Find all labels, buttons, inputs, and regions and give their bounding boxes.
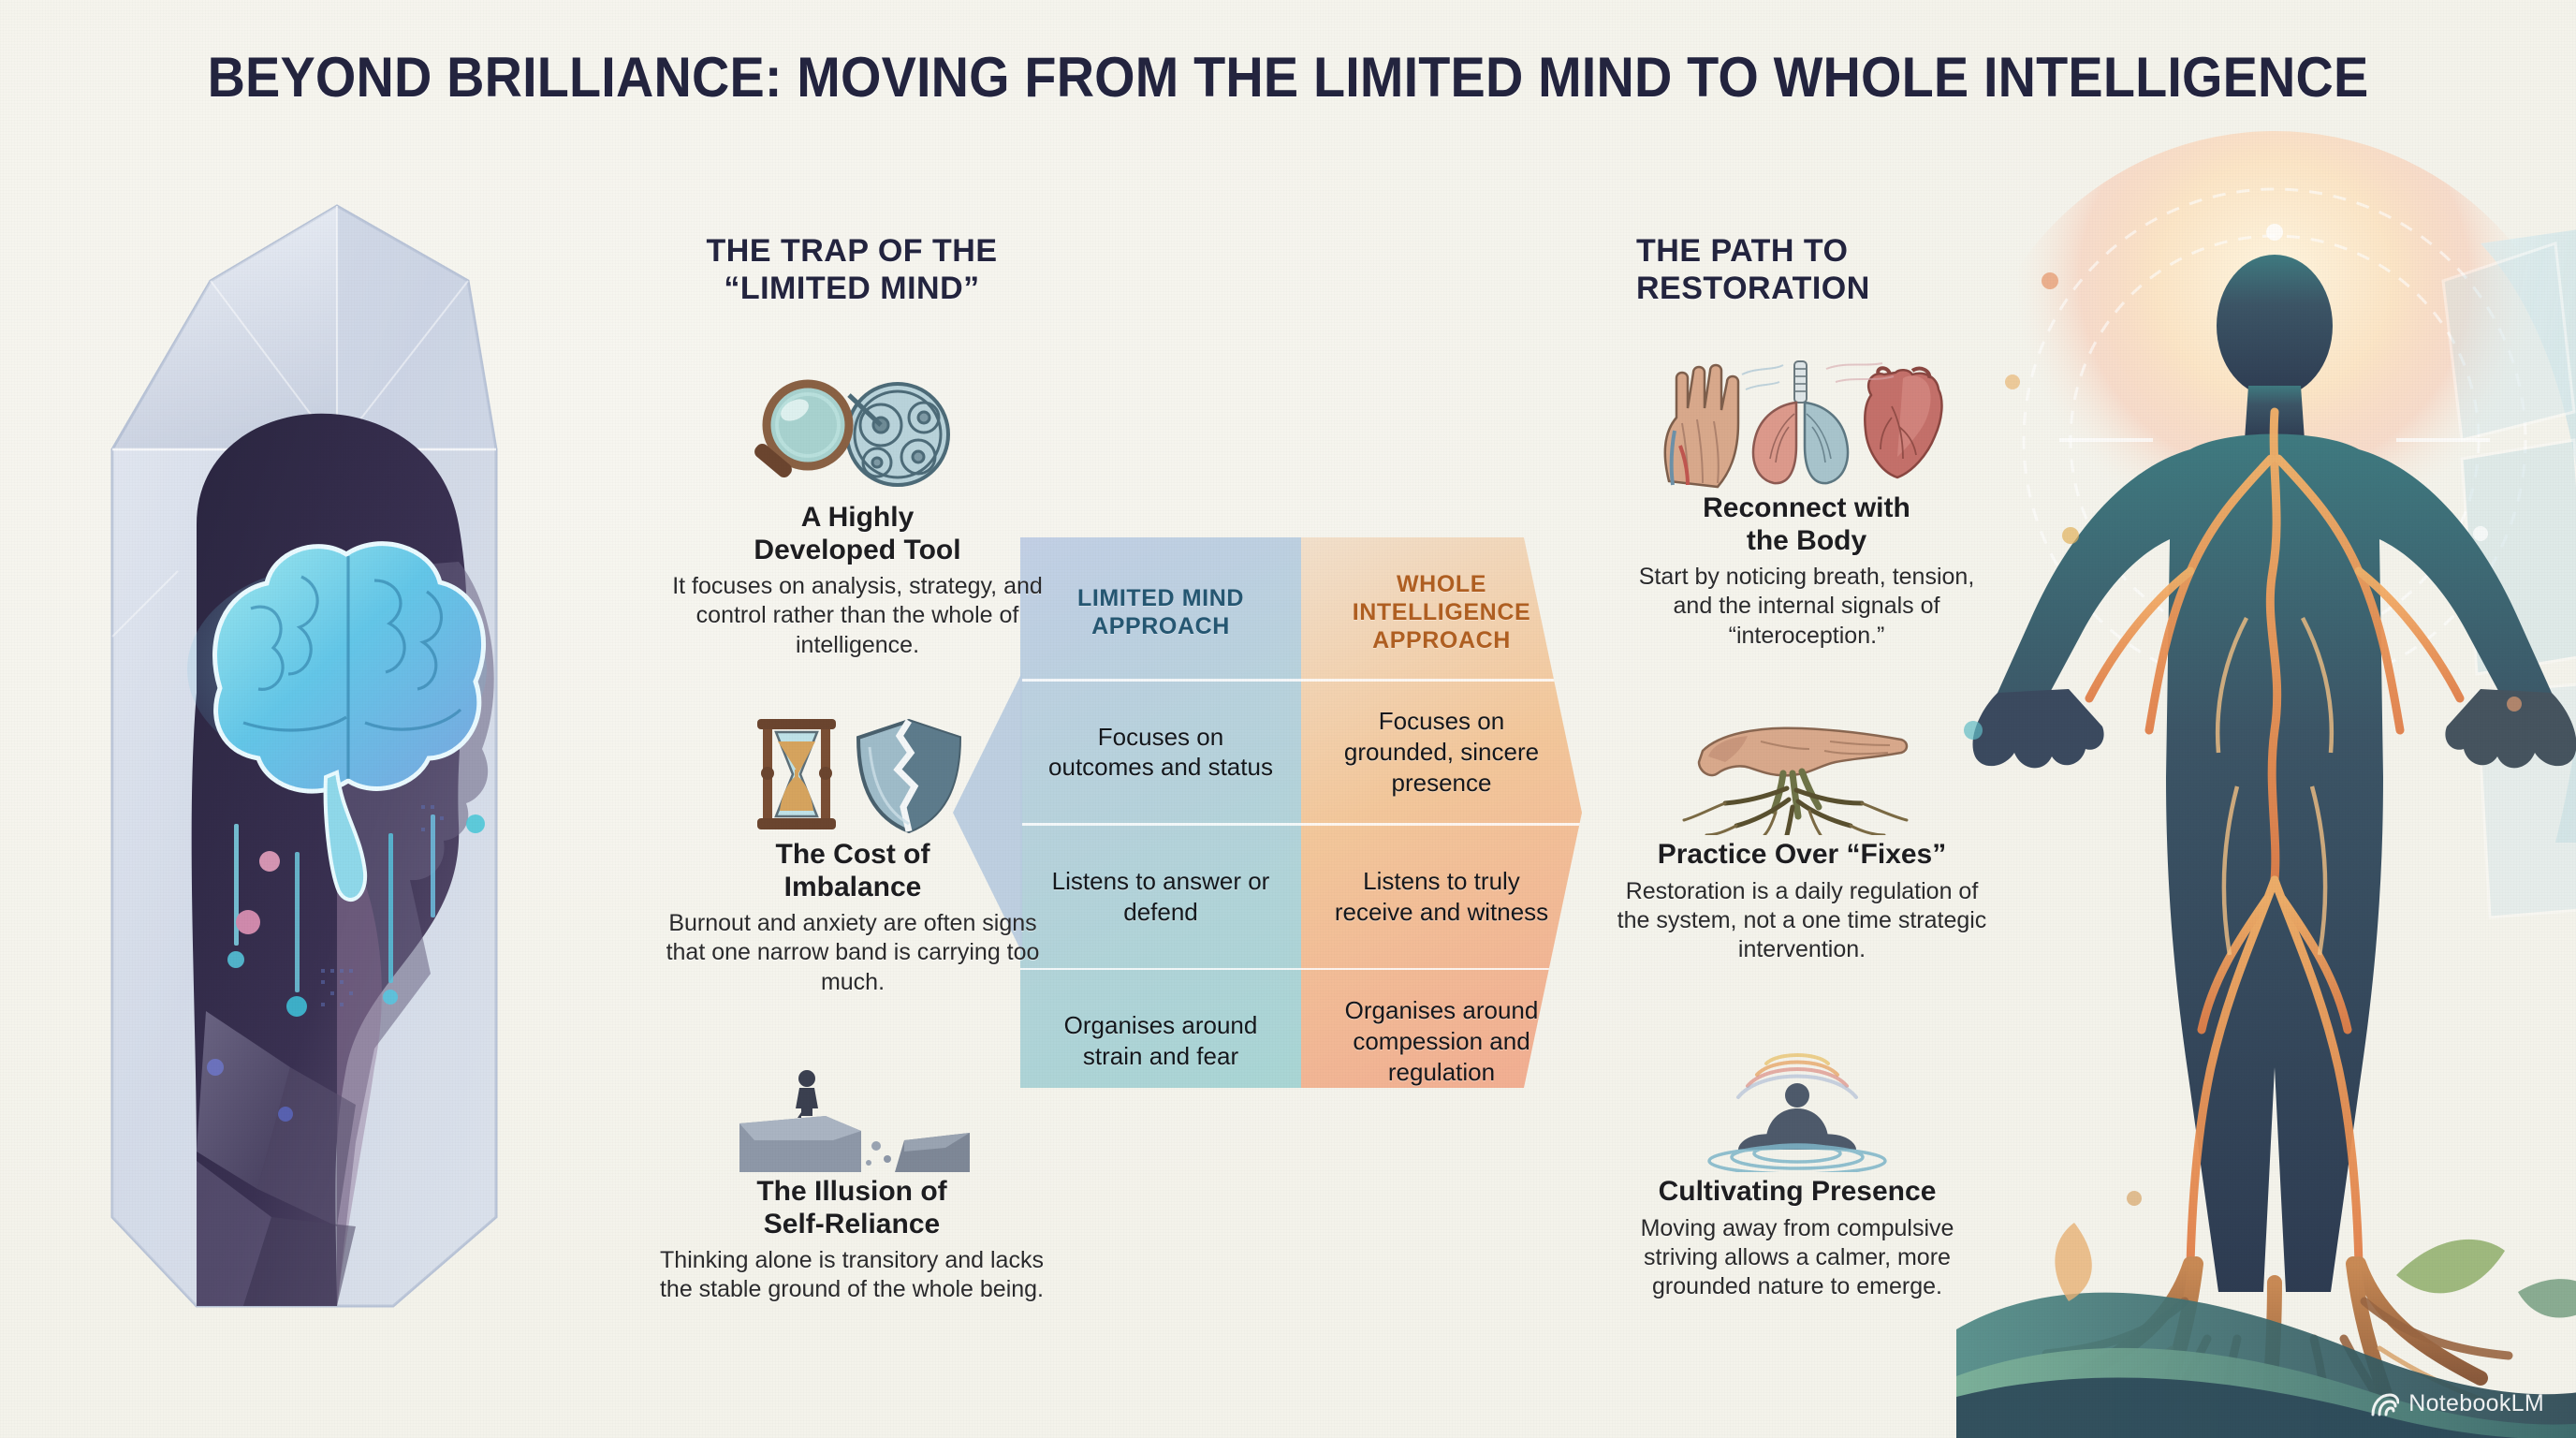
comparison-panel: LIMITED MIND APPROACH Focuses on outcome… [953,513,1582,1112]
feature-body: Start by noticing breath, tension, and t… [1638,564,1975,649]
left-heading-line-2: “LIMITED MIND” [724,271,980,307]
row-divider [1301,678,1582,682]
comparison-cell-left-1: Listens to answer or defend [1051,867,1270,926]
right-heading-line-2: RESTORATION [1636,271,1870,307]
figure-on-cliff-icon [655,1032,1048,1172]
meditating-figure-ripples-icon [1601,1032,1994,1172]
feature-title-line-1: Practice Over “Fixes” [1657,839,1947,870]
right-heading-line-1: THE PATH TO [1636,233,1849,269]
comparison-cell-right-1: Listens to truly receive and witness [1334,867,1549,926]
right-column-heading: THE PATH TO RESTORATION [1636,232,2011,307]
arrow-tail-shape [953,672,1022,953]
feature-body: It focuses on analysis, strategy, and co… [672,573,1043,658]
feature-title-line-2: Imbalance [783,871,922,902]
row-divider [1301,823,1582,826]
feature-cost-of-imbalance: The Cost of Imbalance Burnout and anxiet… [661,695,1045,997]
row-divider [1020,967,1301,971]
notebooklm-spiral-icon [2371,1392,2400,1416]
radiant-figure-illustration [1956,131,2576,1438]
feature-title-line-2: the Body [1746,524,1867,556]
comparison-cell-right-2: Organises around compession and regulati… [1344,996,1539,1086]
feature-body: Moving away from compulsive striving all… [1640,1214,1954,1300]
feature-cultivating-presence: Cultivating Presence Moving away from co… [1601,1032,1994,1301]
feature-title-line-1: Reconnect with [1703,492,1910,523]
notebooklm-watermark: NotebookLM [2371,1390,2544,1417]
row-divider [1301,967,1582,971]
hand-lungs-heart-icon [1619,348,1994,489]
feature-illusion-of-self-reliance: The Illusion of Self-Reliance Thinking a… [655,1032,1048,1305]
comparison-column-whole-intelligence: WHOLE INTELLIGENCE APPROACH Focuses on g… [1301,513,1582,1088]
feature-title-line-2: Developed Tool [754,534,961,565]
feature-reconnect-with-the-body: Reconnect with the Body Start by noticin… [1619,348,1994,651]
left-column-heading: THE TRAP OF THE “LIMITED MIND” [655,232,1048,307]
row-divider [1020,678,1301,682]
feature-practice-over-fixes: Practice Over “Fixes” Restoration is a d… [1610,695,1994,964]
comparison-header-right: WHOLE INTELLIGENCE APPROACH [1352,570,1531,653]
left-heading-line-1: THE TRAP OF THE [706,233,998,269]
feature-title-line-2: Self-Reliance [763,1208,941,1240]
feature-body: Burnout and anxiety are often signs that… [666,910,1040,995]
hourglass-cracked-shield-icon [661,695,1045,835]
hand-with-roots-icon [1610,695,1994,835]
comparison-header-left: LIMITED MIND APPROACH [1076,584,1244,639]
feature-title-line-1: The Illusion of [756,1176,947,1207]
comparison-cell-left-2: Organises around strain and fear [1063,1011,1258,1071]
comparison-cell-right-0: Focuses on grounded, sincere presence [1343,707,1540,797]
row-divider [1020,823,1301,826]
feature-title-line-1: The Cost of [775,839,930,870]
page-title: BEYOND BRILLIANCE: MOVING FROM THE LIMIT… [207,46,2369,109]
feature-highly-developed-tool: A Highly Developed Tool It focuses on an… [670,358,1045,660]
watermark-label: NotebookLM [2408,1390,2544,1416]
feature-body: Thinking alone is transitory and lacks t… [659,1247,1045,1303]
magnifier-gears-icon [670,358,1045,498]
feature-title-line-1: A Highly [800,502,915,533]
feature-title-line-1: Cultivating Presence [1658,1176,1937,1207]
comparison-column-limited-mind: LIMITED MIND APPROACH Focuses on outcome… [1020,513,1301,1088]
column-cap [1301,513,1582,536]
crystal-head-illustration [110,204,498,1308]
column-cap [1020,513,1301,536]
comparison-cell-left-0: Focuses on outcomes and status [1048,722,1273,782]
feature-body: Restoration is a daily regulation of the… [1617,877,1987,963]
